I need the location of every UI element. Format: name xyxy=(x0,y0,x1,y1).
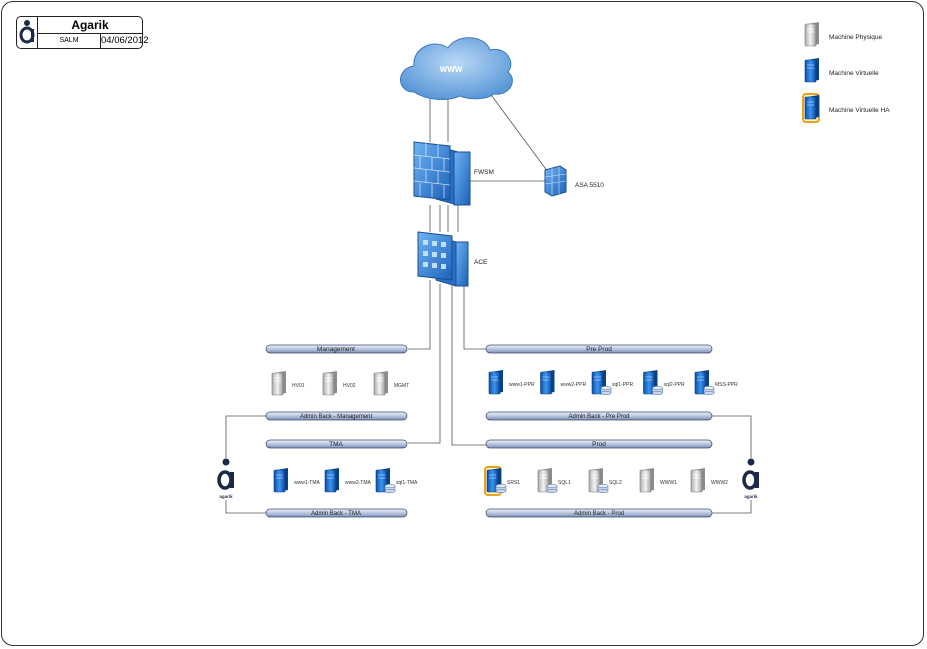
virtual-machine-icon xyxy=(324,468,339,493)
physical-machine-icon xyxy=(588,468,609,494)
bus-label: TMA xyxy=(329,441,343,448)
ace-loadbalancer-icon xyxy=(417,231,469,287)
asa-firewall-icon xyxy=(544,165,567,197)
asa-label: ASA 5510 xyxy=(575,182,604,189)
physical-machine-icon xyxy=(271,371,286,396)
server-label: sql1-PPR xyxy=(612,382,634,388)
title-block: Agarik SALM 04/06/2012 xyxy=(16,16,149,49)
legend-label: Machine Virtuelle xyxy=(829,70,879,77)
server-label: HV02 xyxy=(343,383,356,389)
bus-admin-back-management: Admin Back - Management xyxy=(265,411,408,421)
agarik-logo-icon: agarik xyxy=(742,458,759,499)
bus-label: Management xyxy=(317,346,355,353)
internet-cloud-icon xyxy=(400,37,513,100)
agarik-logo-icon xyxy=(17,17,38,48)
bus-label: Prod xyxy=(592,441,606,448)
author-field: SALM xyxy=(38,34,101,48)
server-label: SQL2 xyxy=(609,480,622,486)
virtual-machine-icon xyxy=(694,370,715,396)
virtual-machine-icon xyxy=(375,468,396,494)
server-label: HV01 xyxy=(292,383,305,389)
server-label: www1-PPR xyxy=(509,382,535,388)
physical-machine-icon xyxy=(804,22,819,47)
diagram-title: Agarik xyxy=(38,17,142,34)
bus-admin-back-tma: Admin Back - TMA xyxy=(265,508,408,518)
virtual-machine-icon xyxy=(273,468,288,493)
bus-tma: TMA xyxy=(265,439,408,449)
physical-machine-icon xyxy=(537,468,558,494)
virtual-machine-icon xyxy=(591,370,612,396)
virtual-machine-icon xyxy=(804,58,819,83)
server-label: WWW1 xyxy=(660,480,677,486)
bus-admin-back-prod: Admin Back - Prod xyxy=(485,508,713,518)
legend-label: Machine Virtuelle HA xyxy=(829,107,890,114)
physical-machine-icon xyxy=(322,371,337,396)
server-label: WWW2 xyxy=(711,480,728,486)
server-label: www1-TMA xyxy=(294,480,320,486)
bus-label: Pre Prod xyxy=(586,346,612,353)
server-label: SQL1 xyxy=(558,480,571,486)
server-label: www2-PPR xyxy=(561,382,587,388)
date-field: 04/06/2012 xyxy=(101,35,149,46)
cloud-label: WWW xyxy=(440,65,463,74)
svg-text:agarik: agarik xyxy=(744,494,758,499)
server-label: MSS-PPR xyxy=(715,382,738,388)
bus-prod: Prod xyxy=(485,439,713,449)
bus-label: Admin Back - Pre Prod xyxy=(568,414,629,420)
connection-lines xyxy=(225,87,752,514)
virtual-machine-icon xyxy=(643,370,663,396)
fwsm-firewall-icon xyxy=(413,141,471,206)
bus-admin-back-preprod: Admin Back - Pre Prod xyxy=(485,411,713,421)
physical-machine-icon xyxy=(690,468,705,493)
ha-virtual-machine-icon xyxy=(802,93,820,123)
svg-text:agarik: agarik xyxy=(219,494,233,499)
physical-machine-icon xyxy=(373,371,388,396)
fwsm-label: FWSM xyxy=(474,169,494,176)
bus-label: Admin Back - Management xyxy=(300,414,373,420)
bus-label: Admin Back - TMA xyxy=(311,511,361,517)
agarik-logo-icon: agarik xyxy=(217,458,234,499)
virtual-machine-icon xyxy=(488,370,503,395)
ace-label: ACE xyxy=(474,259,488,266)
server-label: SRS1 xyxy=(507,480,520,486)
server-icons: HV01 HV02 MGMT www1-PPR www2-PPR sql1-PPR sql2… xyxy=(271,370,738,496)
bus-label: Admin Back - Prod xyxy=(574,511,624,517)
virtual-machine-icon xyxy=(540,370,555,395)
ha-virtual-machine-icon xyxy=(484,466,507,496)
physical-machine-icon xyxy=(639,468,654,493)
server-label: sql2-PPR xyxy=(664,382,686,388)
server-label: www2-TMA xyxy=(345,480,371,486)
server-label: sql1-TMA xyxy=(396,480,418,486)
bus-management: Management xyxy=(265,344,408,354)
server-label: MGMT xyxy=(394,383,409,389)
bus-preprod: Pre Prod xyxy=(485,344,713,354)
legend-label: Machine Physique xyxy=(829,34,882,41)
